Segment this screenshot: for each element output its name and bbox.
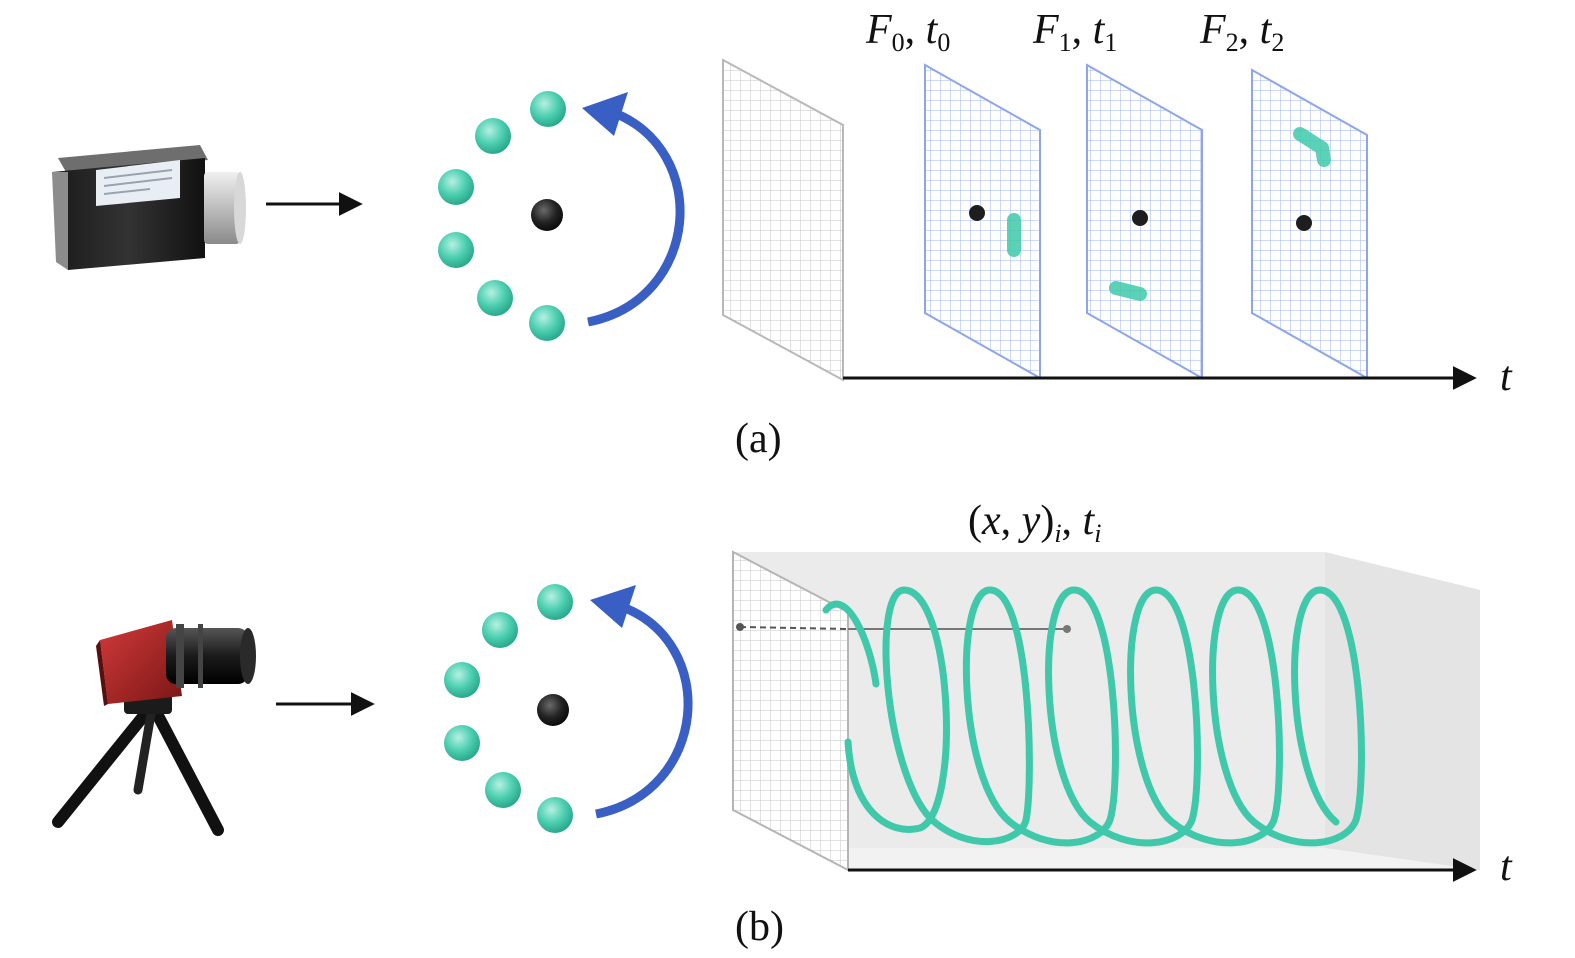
rotation-arrow bbox=[587, 107, 685, 327]
center-dot bbox=[969, 205, 985, 221]
teal-dot bbox=[530, 91, 566, 127]
rotation-arrowhead bbox=[582, 92, 628, 136]
panel-a-caption: (a) bbox=[735, 416, 782, 462]
frame-plane-2 bbox=[1251, 68, 1368, 380]
rotating-dots-scene bbox=[438, 91, 685, 341]
frame-label-0: F0, t0 bbox=[865, 7, 950, 57]
event-volume bbox=[732, 550, 1480, 872]
panel-b-caption: (b) bbox=[735, 904, 784, 950]
center-dot bbox=[1296, 215, 1312, 231]
frame-plane-empty bbox=[722, 58, 844, 382]
teal-dot bbox=[529, 305, 565, 341]
event-label: (x, y)i, ti bbox=[968, 498, 1101, 548]
motion-blob bbox=[1293, 127, 1331, 167]
time-axis-label-b: t bbox=[1500, 844, 1513, 890]
teal-dot bbox=[537, 797, 573, 833]
teal-dot bbox=[482, 612, 518, 648]
time-axis-label-a: t bbox=[1500, 354, 1513, 400]
center-dot bbox=[531, 199, 563, 231]
teal-dot bbox=[477, 280, 513, 316]
pixel-projection-line bbox=[739, 626, 849, 630]
event-camera-icon bbox=[52, 620, 256, 836]
teal-dot bbox=[438, 232, 474, 268]
teal-dot bbox=[475, 118, 511, 154]
panel-a: F0, t0 F1, t1 F2, t2 t (a) bbox=[52, 7, 1513, 462]
frame-plane-0 bbox=[924, 63, 1041, 380]
frame-camera-icon bbox=[52, 145, 246, 270]
teal-dot bbox=[444, 662, 480, 698]
panel-b: (x, y)i, ti t (b) bbox=[52, 498, 1513, 950]
frame-label-2: F2, t2 bbox=[1199, 7, 1284, 57]
center-dot bbox=[537, 694, 569, 726]
teal-dot bbox=[537, 584, 573, 620]
teal-dot bbox=[438, 169, 474, 205]
teal-dot bbox=[444, 725, 480, 761]
rotation-arrowhead bbox=[590, 585, 636, 628]
center-dot bbox=[1132, 210, 1148, 226]
rotating-dots-scene-b bbox=[444, 584, 693, 833]
teal-dot bbox=[485, 772, 521, 808]
rotation-arrow bbox=[595, 601, 693, 819]
event-helix bbox=[822, 586, 1365, 847]
frame-plane-1 bbox=[1086, 63, 1203, 380]
motion-blob bbox=[1109, 281, 1147, 301]
frame-label-1: F1, t1 bbox=[1032, 7, 1117, 57]
